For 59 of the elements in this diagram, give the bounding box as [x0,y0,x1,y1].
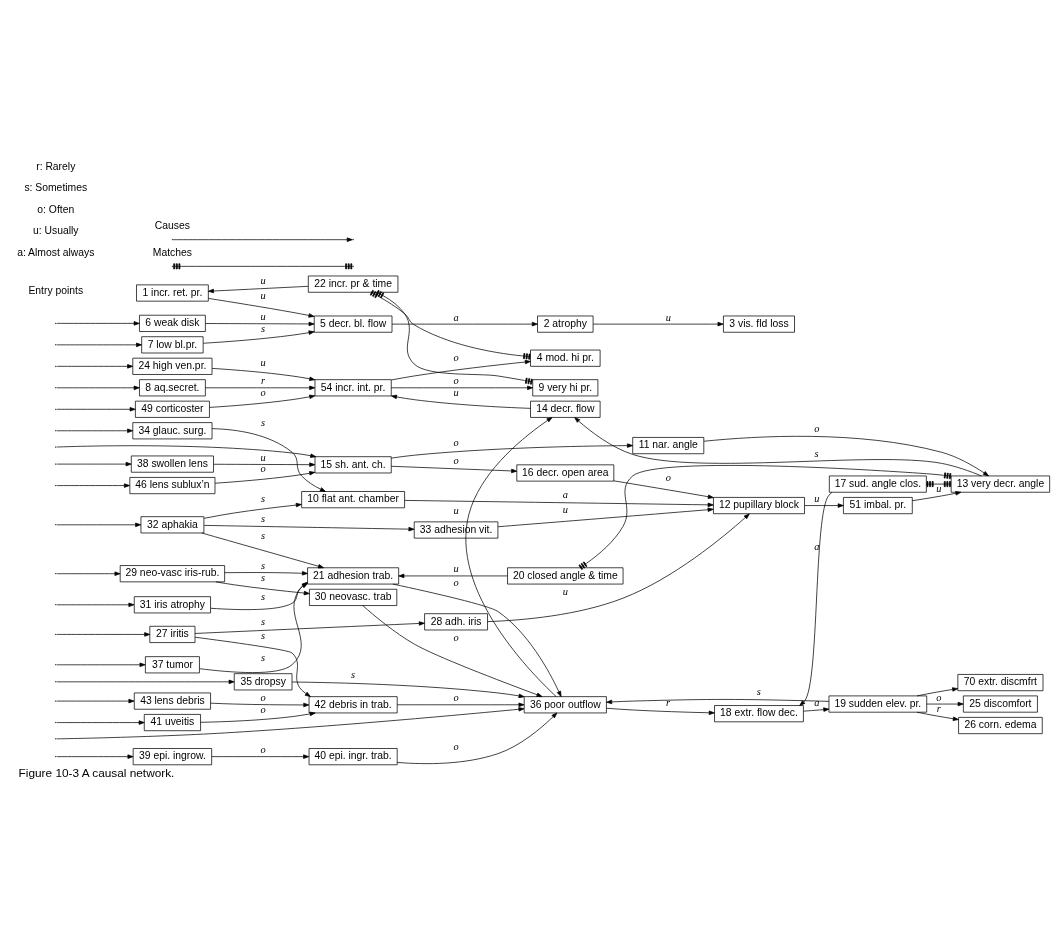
edge-label: u [260,290,266,302]
edge-label: o [260,463,266,475]
edge-label: s [260,322,265,334]
edge-label: a [562,489,568,501]
edge-label: a [453,311,459,323]
edge-label: s [260,652,265,664]
edge-label: u [453,387,459,399]
edge-label: o [260,744,266,756]
edge-label: u [260,451,266,463]
edge-label: r [666,697,671,709]
legend-label: Causes [154,220,190,232]
edge-label: s [260,493,265,505]
edge-label: u [453,563,459,575]
edge-label: o [936,691,942,703]
edge-label: o [453,692,459,704]
edge-label: o [453,631,459,643]
edge-label: o [453,352,459,364]
legend-label: Matches [152,246,192,258]
edge-label: u [665,311,671,323]
edge-label: s [260,559,265,571]
label: s: Sometimes [24,182,88,194]
edge-label: o [453,375,459,387]
caption: Figure 10-3 A causal network. [18,766,175,781]
edge-label: s [756,686,761,698]
edge-label: s [350,669,355,681]
edge-label: u [260,310,266,322]
label: u: Usually [33,225,79,237]
edge-label: u [936,483,942,495]
edge-label: s [260,630,265,642]
edge-label: o [453,741,459,753]
edge-label: u [260,357,266,369]
label: r: Rarely [36,160,76,172]
edge-label: o [665,471,671,483]
edge-label: s [814,447,819,459]
edge-label: o [814,423,820,435]
edge-label: u [562,504,568,516]
edge-label: o [453,436,459,448]
edge-label: s [260,417,265,429]
edge-label: a [814,541,820,553]
edge-label: u [260,274,266,286]
edge-label: s [260,590,265,602]
edge-label: u [453,505,459,517]
edge-label: a [814,697,820,709]
edge-label: u [814,493,820,505]
edge-label: s [260,615,265,627]
edge-label: o [260,704,266,716]
edge-label: s [260,530,265,542]
label: Entry points [28,285,84,297]
edge-label: r [936,703,941,715]
label: o: Often [37,203,75,215]
label: a: Almost always [17,246,95,258]
edge-label: o [453,454,459,466]
edge-label: o [260,387,266,399]
edge-label: s [260,513,265,525]
edge-label: s [260,572,265,584]
edge-label: o [260,691,266,703]
edge-label: o [453,576,459,588]
edge-label: u [562,585,568,597]
edge-label: r [260,375,265,387]
